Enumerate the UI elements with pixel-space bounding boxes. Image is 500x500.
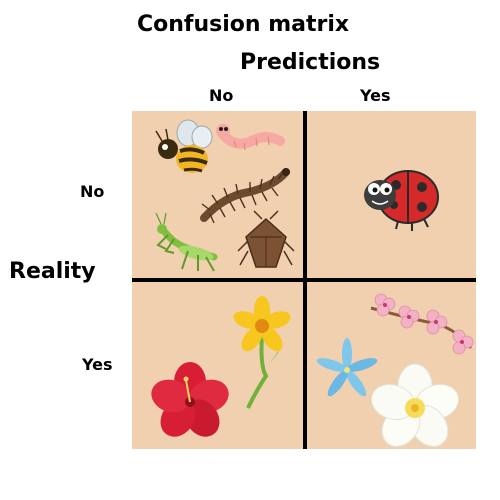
worm-icon (216, 124, 285, 151)
bee-icon (155, 119, 213, 173)
column-header-no: No (209, 86, 234, 105)
diagram-title: Confusion matrix (137, 12, 350, 37)
cell-yes-yes (307, 282, 476, 449)
blue-lily-icon (316, 338, 378, 397)
white-plumeria-icon (370, 363, 460, 447)
mantis-icon (155, 212, 218, 272)
row-header-yes: Yes (82, 355, 113, 374)
cell-no-no (132, 111, 303, 278)
cell-yes-no (132, 282, 303, 449)
predictions-axis-label: Predictions (240, 50, 381, 75)
cherry-blossom-icon (370, 293, 474, 355)
yellow-flower-icon (233, 296, 291, 409)
confusion-matrix (132, 111, 476, 449)
reality-axis-label: Reality (9, 259, 96, 284)
horizontal-divider (132, 278, 476, 282)
stink-bug-icon (237, 210, 295, 268)
row-header-no: No (80, 182, 105, 201)
cell-no-yes (307, 111, 476, 278)
centipede-icon (200, 168, 290, 224)
column-header-yes: Yes (360, 86, 391, 105)
red-hibiscus-icon (151, 362, 229, 437)
ladybug-icon (364, 170, 439, 231)
